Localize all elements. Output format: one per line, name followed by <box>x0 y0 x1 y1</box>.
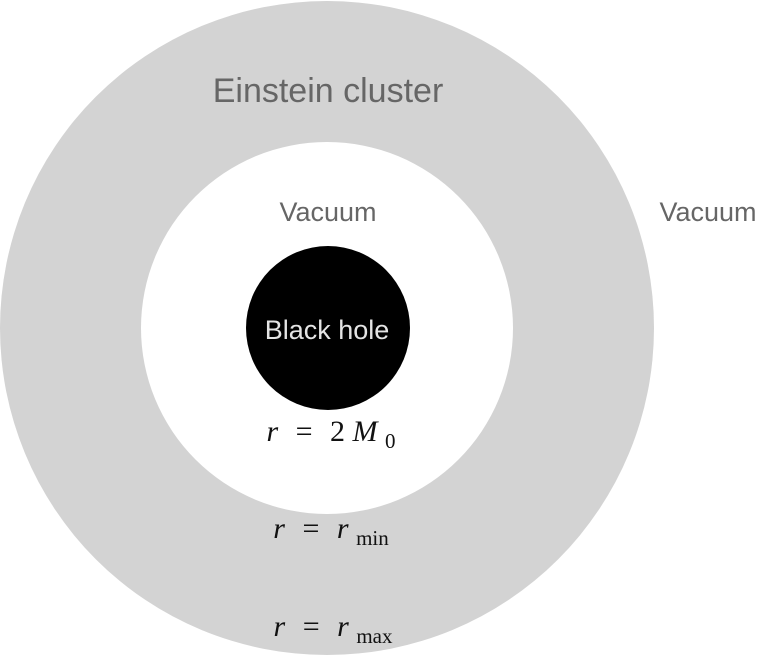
inner-radius-label: r = r min <box>273 512 389 550</box>
outer-radius-subscript: max <box>356 624 393 648</box>
horizon-radius-variable: r <box>266 415 278 448</box>
outer-radius-label: r = r max <box>274 610 393 648</box>
outer-radius-variable: r <box>274 610 286 643</box>
inner-radius-subscript: min <box>356 526 389 550</box>
horizon-radius-coefficient: 2 <box>330 415 345 448</box>
horizon-radius-symbol: M <box>352 415 380 448</box>
horizon-radius-label: r = 2 M 0 <box>266 415 395 453</box>
cluster-label: Einstein cluster <box>213 72 444 110</box>
outer-radius-symbol: r <box>337 610 349 643</box>
inner-radius-variable: r <box>273 512 285 545</box>
outer-radius-equals: = <box>303 610 320 643</box>
outer-vacuum-label: Vacuum <box>659 197 756 227</box>
black-hole <box>246 246 410 410</box>
horizon-radius-equals: = <box>296 415 313 448</box>
inner-radius-equals: = <box>302 512 319 545</box>
horizon-radius-subscript: 0 <box>385 429 396 453</box>
inner-vacuum-label: Vacuum <box>279 197 376 227</box>
black-hole-label: Black hole <box>265 315 390 345</box>
inner-radius-symbol: r <box>337 512 349 545</box>
